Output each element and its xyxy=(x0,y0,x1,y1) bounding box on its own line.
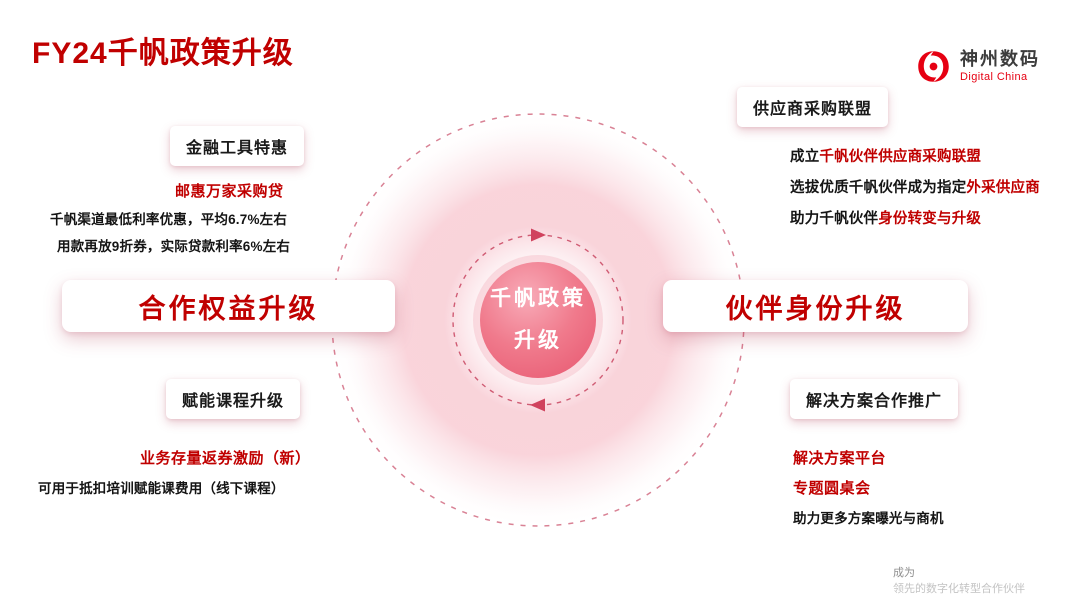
solution-highlight2: 专题圆桌会 xyxy=(793,480,871,497)
right-main-label: 伙伴身份升级 xyxy=(663,280,968,332)
supplier-alliance-line1: 成立千帆伙伴供应商采购联盟 xyxy=(790,145,981,166)
footer-watermark: 成为 领先的数字化转型合作伙伴 xyxy=(893,566,1025,598)
slide-title: FY24千帆政策升级 xyxy=(32,37,294,70)
logo-company-name-en: Digital China xyxy=(960,70,1028,83)
supplier-line3-highlight: 身份转变与升级 xyxy=(878,211,982,227)
left-main-label: 合作权益升级 xyxy=(62,280,395,332)
center-ball xyxy=(480,262,596,378)
logo-swirl-icon xyxy=(918,51,949,82)
logo-company-name: 神州数码 xyxy=(960,49,1040,70)
left-main-label-text: 合作权益升级 xyxy=(138,293,319,324)
supplier-line1-highlight: 千帆伙伴供应商采购联盟 xyxy=(819,149,982,165)
tag-solution-promotion: 解决方案合作推广 xyxy=(790,379,959,419)
supplier-line1-prefix: 成立 xyxy=(790,149,820,165)
financial-tools-line2: 用款再放9折券，实际贷款利率6%左右 xyxy=(57,239,291,254)
tag-supplier-alliance: 供应商采购联盟 xyxy=(737,87,889,127)
clockwise-arrow-bottom-icon xyxy=(530,398,545,412)
solution-highlight1: 解决方案平台 xyxy=(793,450,887,467)
enablement-highlight: 业务存量返券激励（新） xyxy=(140,450,311,467)
supplier-line2-highlight: 外采供应商 xyxy=(966,180,1040,196)
footer-line2: 领先的数字化转型合作伙伴 xyxy=(893,582,1025,595)
supplier-line2-prefix: 选拔优质千帆伙伴成为指定 xyxy=(790,180,967,196)
digital-china-logo: 神州数码 Digital China xyxy=(915,48,1040,85)
financial-tools-highlight: 邮惠万家采购贷 xyxy=(175,183,284,200)
supplier-line3-prefix: 助力千帆伙伴 xyxy=(790,211,879,227)
logo-text: 神州数码 Digital China xyxy=(960,49,1040,84)
enablement-line1: 可用于抵扣培训赋能课费用（线下课程） xyxy=(38,481,285,496)
tag-enablement-courses: 赋能课程升级 xyxy=(166,379,301,419)
tag-financial-tools: 金融工具特惠 xyxy=(170,126,305,166)
footer-line1: 成为 xyxy=(893,567,915,579)
clockwise-arrow-top-icon xyxy=(531,228,546,242)
supplier-alliance-line3: 助力千帆伙伴身份转变与升级 xyxy=(790,207,981,228)
supplier-alliance-line2: 选拔优质千帆伙伴成为指定外采供应商 xyxy=(790,176,1040,197)
policy-cycle-diagram xyxy=(330,112,746,528)
solution-line1: 助力更多方案曝光与商机 xyxy=(793,511,944,526)
financial-tools-line1: 千帆渠道最低利率优惠，平均6.7%左右 xyxy=(50,212,288,227)
right-main-label-text: 伙伴身份升级 xyxy=(725,293,906,324)
